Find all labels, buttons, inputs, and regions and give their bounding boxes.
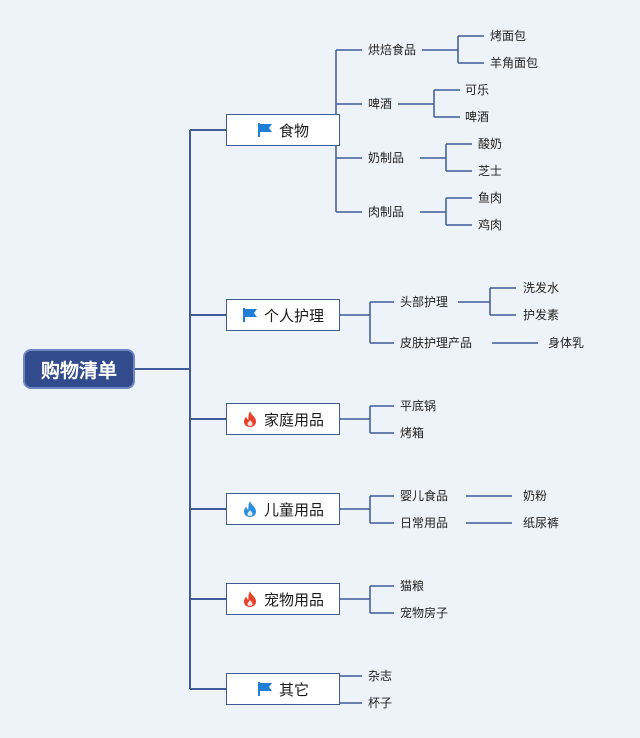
root-label: 购物清单 (40, 359, 117, 382)
leaf-toast[interactable]: 烤面包 (490, 29, 527, 43)
category-label: 其它 (278, 680, 309, 699)
category-node-personal-care[interactable]: 个人护理 (226, 299, 340, 331)
leaf-cola[interactable]: 可乐 (465, 83, 490, 97)
subtopic-dairy[interactable]: 奶制品 (368, 151, 405, 165)
fire-red-icon (242, 410, 258, 428)
subtopic-beer[interactable]: 啤酒 (368, 97, 393, 111)
leaf-milk-powder[interactable]: 奶粉 (523, 489, 548, 503)
fire-red-icon (242, 590, 258, 608)
leaf-beer[interactable]: 啤酒 (465, 110, 490, 124)
leaf-shampoo[interactable]: 洗发水 (523, 281, 560, 295)
category-node-pets[interactable]: 宠物用品 (226, 583, 340, 615)
leaf-chicken[interactable]: 鸡肉 (478, 218, 503, 232)
category-node-other[interactable]: 其它 (226, 673, 340, 705)
category-label: 个人护理 (263, 306, 324, 325)
subtopic-pan[interactable]: 平底锅 (400, 399, 437, 413)
category-label: 家庭用品 (263, 410, 324, 429)
subtopic-pet-house[interactable]: 宠物房子 (400, 606, 449, 620)
subtopic-cat-food[interactable]: 猫粮 (400, 579, 425, 593)
leaf-fish[interactable]: 鱼肉 (478, 191, 503, 205)
category-label: 儿童用品 (263, 500, 324, 519)
fire-blue-icon (242, 500, 258, 518)
leaf-body-lotion[interactable]: 身体乳 (548, 336, 585, 350)
category-label: 食物 (278, 121, 309, 140)
subtopic-cup[interactable]: 杯子 (368, 696, 393, 710)
category-node-household[interactable]: 家庭用品 (226, 403, 340, 435)
root-node[interactable]: 购物清单 (23, 349, 135, 389)
leaf-diapers[interactable]: 纸尿裤 (523, 516, 560, 530)
leaf-yogurt[interactable]: 酸奶 (478, 137, 503, 151)
subtopic-baby-food[interactable]: 婴儿食品 (400, 489, 449, 503)
subtopic-baked-goods[interactable]: 烘焙食品 (368, 43, 417, 57)
subtopic-magazine[interactable]: 杂志 (368, 669, 393, 683)
subtopic-skin-care[interactable]: 皮肤护理产品 (400, 336, 473, 350)
category-label: 宠物用品 (263, 590, 324, 609)
subtopic-meat[interactable]: 肉制品 (368, 205, 405, 219)
category-node-food[interactable]: 食物 (226, 114, 340, 146)
subtopic-oven[interactable]: 烤箱 (400, 426, 425, 440)
leaf-conditioner[interactable]: 护发素 (523, 308, 560, 322)
flag-icon (242, 307, 258, 323)
subtopic-hair-care[interactable]: 头部护理 (400, 295, 449, 309)
category-node-kids[interactable]: 儿童用品 (226, 493, 340, 525)
flag-icon (257, 122, 273, 138)
flag-icon (257, 681, 273, 697)
subtopic-daily-goods[interactable]: 日常用品 (400, 516, 449, 530)
leaf-croissant[interactable]: 羊角面包 (490, 56, 539, 70)
leaf-cheese[interactable]: 芝士 (478, 164, 503, 178)
